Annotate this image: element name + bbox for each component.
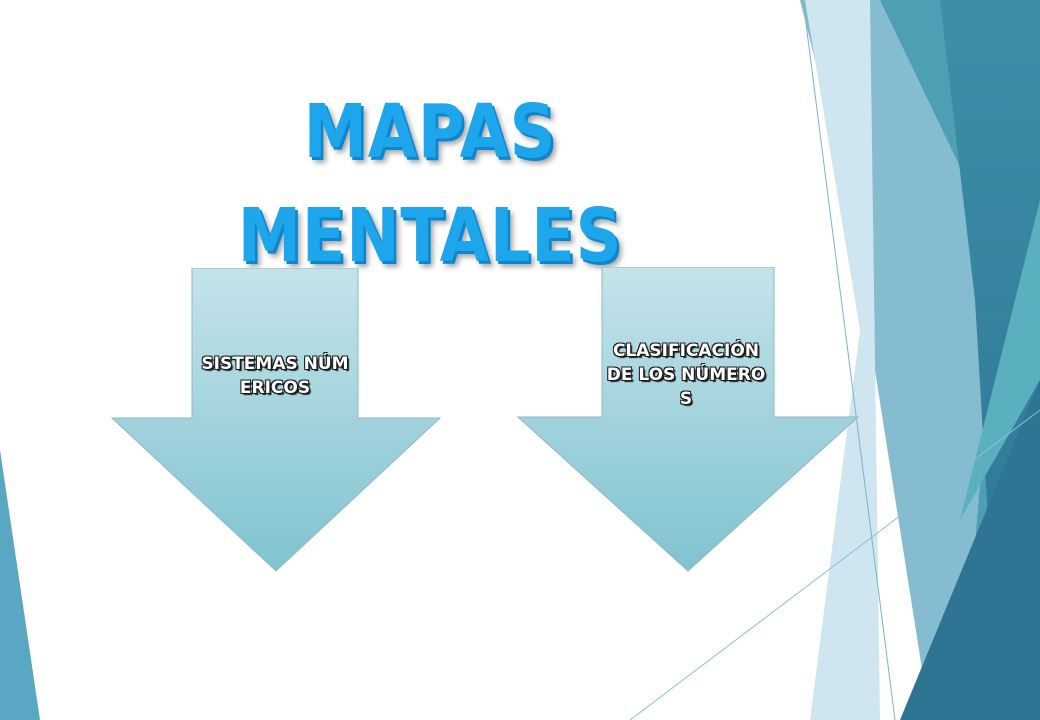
down-arrow-shape [516,267,860,572]
arrow-label: CLASIFICACIÓN DE LOS NÚMEROS [606,341,766,409]
right-pale-panel [805,0,880,720]
slide-title: MAPAS MENTALES [237,89,623,279]
decorative-line [629,409,1040,720]
left-edge-shape [0,450,40,720]
arrow-clasificacion-numeros: CLASIFICACIÓN DE LOS NÚMEROS [516,267,860,574]
down-arrow-shape [110,268,442,572]
arrow-label: SISTEMAS NÚMERICOS [201,354,349,398]
arrow-sistemas-numericos: SISTEMAS NÚMERICOS [110,268,442,574]
decorative-line [802,0,896,720]
right-accent-panel [960,200,1040,520]
right-lower-panel [900,380,1040,720]
